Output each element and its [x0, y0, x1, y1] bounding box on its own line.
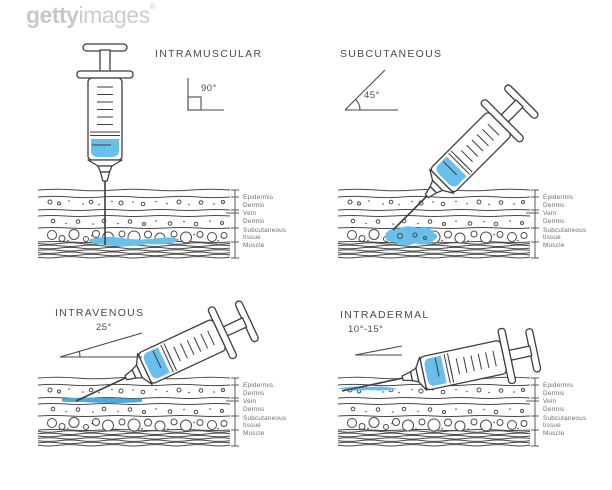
layer-label-subcutaneous-tissue: Subcutaneous tissue — [543, 415, 587, 430]
panel-title-intramuscular: INTRAMUSCULAR — [155, 48, 263, 60]
layer-label-muscle: Muscle — [243, 242, 265, 249]
registered-trademark-symbol: ® — [149, 2, 156, 11]
angle-value-90: 90° — [201, 83, 217, 94]
layer-label-dermis-upper: Dermis — [543, 390, 565, 397]
layer-label-subcutaneous-tissue: Subcutaneous tissue — [243, 227, 287, 242]
layer-label-subcutaneous-tissue: Subcutaneous tissue — [543, 227, 587, 242]
watermark-brand-light: images — [78, 2, 150, 28]
layer-label-subcutaneous-tissue: Subcutaneous tissue — [243, 415, 287, 430]
injected-liquid — [88, 236, 180, 247]
needle — [392, 195, 428, 231]
tissue-texture — [347, 199, 528, 244]
layer-label-muscle: Muscle — [543, 430, 565, 437]
syringe-intravenous — [75, 300, 259, 402]
syringe-intramuscular — [76, 43, 134, 245]
syringe-liquid — [91, 139, 119, 157]
layer-label-dermis-lower: Dermis — [243, 406, 265, 413]
angle-90-icon — [187, 78, 224, 111]
layer-label-dermis-upper: Dermis — [243, 390, 265, 397]
injected-liquid — [385, 226, 438, 246]
skin-cross-section — [37, 376, 231, 447]
syringe-liquid — [143, 347, 170, 379]
skin-cross-section — [337, 188, 531, 259]
panel-intramuscular: INTRAMUSCULAR 90° Epidermis Dermis Vein … — [30, 40, 312, 285]
layer-label-muscle: Muscle — [543, 242, 565, 249]
angle-value-45: 45° — [364, 90, 380, 101]
layer-label-dermis-upper: Dermis — [543, 202, 565, 209]
needle — [341, 377, 403, 392]
layer-bracket — [526, 189, 539, 259]
layer-label-dermis-upper: Dermis — [243, 202, 265, 209]
panel-intravenous: INTRAVENOUS 25° Epidermis Dermis Vein De… — [30, 295, 312, 473]
angle-value-10-15: 10°-15° — [348, 324, 384, 335]
tissue-texture — [47, 387, 228, 432]
tissue-texture — [47, 199, 228, 244]
panel-title-intravenous: INTRAVENOUS — [55, 307, 145, 319]
subcutaneous-illustration — [337, 69, 539, 259]
intravenous-illustration — [37, 300, 259, 447]
gettyimages-watermark: gettyimages® — [26, 2, 156, 29]
angle-value-25: 25° — [96, 322, 112, 333]
intradermal-illustration — [337, 327, 542, 447]
layer-label-muscle: Muscle — [243, 430, 265, 437]
panel-title-intradermal: INTRADERMAL — [340, 309, 430, 321]
syringe-subcutaneous — [392, 84, 539, 231]
layer-label-dermis-lower: Dermis — [243, 218, 265, 225]
skin-cross-section — [37, 188, 231, 259]
panel-subcutaneous: SUBCUTANEOUS 45° Epidermis Dermis Vein D… — [330, 40, 612, 285]
intramuscular-illustration — [37, 43, 239, 259]
layer-label-epidermis: Epidermis — [243, 194, 274, 201]
syringe-liquid — [436, 156, 467, 187]
layer-label-dermis-lower: Dermis — [543, 218, 565, 225]
layer-bracket — [226, 189, 239, 259]
watermark-brand-bold: getty — [26, 2, 79, 28]
layer-bracket — [526, 377, 539, 447]
layer-bracket — [226, 377, 239, 447]
tissue-texture — [347, 387, 528, 432]
injected-liquid — [338, 386, 398, 391]
layer-label-vein: Vein — [243, 210, 257, 217]
panel-intradermal: INTRADERMAL 10°-15° Epidermis Dermis Vei… — [330, 295, 612, 473]
layer-label-vein: Vein — [543, 210, 557, 217]
angle-10-15-icon — [354, 345, 403, 356]
layer-label-epidermis: Epidermis — [543, 194, 574, 201]
layer-label-epidermis: Epidermis — [543, 382, 574, 389]
panel-title-subcutaneous: SUBCUTANEOUS — [340, 48, 443, 60]
layer-label-epidermis: Epidermis — [243, 382, 274, 389]
needle — [75, 377, 127, 402]
layer-label-dermis-lower: Dermis — [543, 406, 565, 413]
angle-25-icon — [59, 332, 143, 358]
layer-label-vein: Vein — [543, 398, 557, 405]
skin-cross-section — [337, 376, 531, 447]
syringe-liquid — [424, 355, 447, 386]
angle-45-icon — [344, 69, 398, 111]
layer-label-vein: Vein — [243, 398, 257, 405]
syringe-intradermal — [341, 327, 542, 392]
